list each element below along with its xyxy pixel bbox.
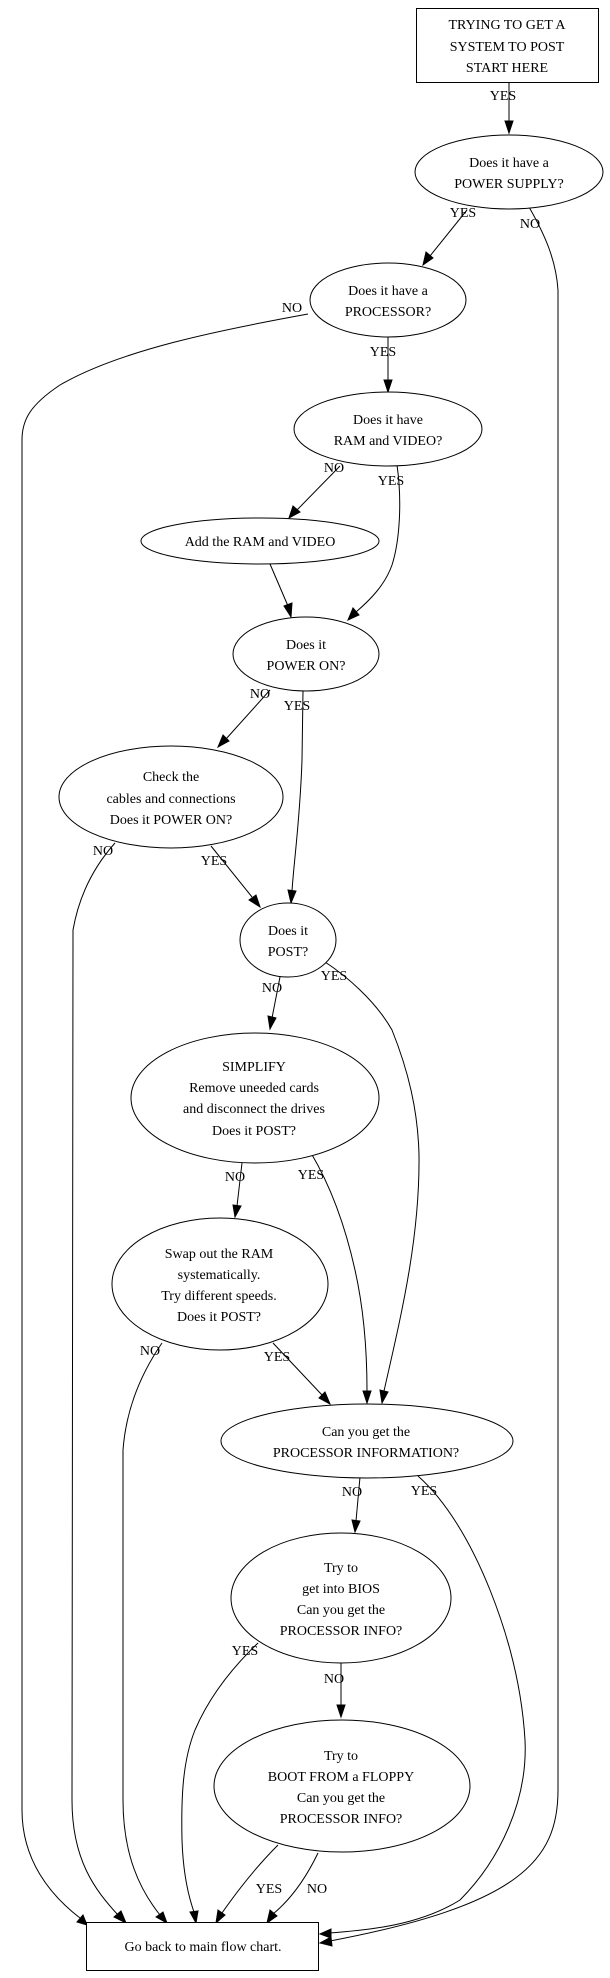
node-simplify-line: and disconnect the drives bbox=[183, 1102, 325, 1117]
node-start-line: TRYING TO GET A bbox=[448, 18, 566, 33]
node-start-line: SYSTEM TO POST bbox=[450, 40, 565, 55]
edge-ram-video-to-power-on bbox=[347, 464, 401, 621]
edge-label: YES bbox=[201, 854, 227, 869]
edge-label: YES bbox=[298, 1168, 324, 1183]
node-bios-line: Try to bbox=[324, 1561, 358, 1576]
node-start: TRYING TO GET A SYSTEM TO POST START HER… bbox=[416, 8, 599, 83]
edge-label: NO bbox=[262, 981, 282, 996]
node-simplify-line: Does it POST? bbox=[212, 1124, 296, 1139]
node-floppy-line: PROCESSOR INFO? bbox=[280, 1812, 403, 1827]
edge-simplify-to-processor-info bbox=[310, 1152, 372, 1405]
edge-label: YES bbox=[284, 699, 310, 714]
edge-post-to-processor-info bbox=[324, 961, 420, 1405]
node-simplify: SIMPLIFY Remove uneeded cards and discon… bbox=[130, 1032, 380, 1164]
edge-power-supply-to-main-chart bbox=[318, 206, 559, 1947]
edge-power-supply-to-processor bbox=[422, 209, 468, 267]
node-swap-ram: Swap out the RAM systematically. Try dif… bbox=[111, 1217, 329, 1351]
node-power-supply: Does it have a POWER SUPPLY? bbox=[414, 134, 604, 210]
node-add-ram-video-line: Add the RAM and VIDEO bbox=[185, 535, 336, 550]
edge-floppy-no-to-main-chart bbox=[266, 1852, 319, 1925]
edge-label: NO bbox=[282, 301, 302, 316]
edge-processor-info-to-main-chart bbox=[318, 1475, 526, 1939]
node-bios-line: PROCESSOR INFO? bbox=[280, 1624, 403, 1639]
node-simplify-line: Remove uneeded cards bbox=[189, 1081, 319, 1096]
edge-floppy-yes-to-main-chart bbox=[215, 1844, 279, 1925]
edge-label: YES bbox=[321, 969, 347, 984]
node-processor-info-line: PROCESSOR INFORMATION? bbox=[273, 1446, 459, 1461]
node-swap-ram-line: Does it POST? bbox=[177, 1310, 261, 1325]
edge-label: NO bbox=[250, 687, 270, 702]
node-floppy: Try to BOOT FROM a FLOPPY Can you get th… bbox=[213, 1719, 471, 1853]
node-post-line: Does it bbox=[268, 924, 308, 939]
edge-label: YES bbox=[490, 89, 516, 104]
node-swap-ram-line: Swap out the RAM bbox=[165, 1247, 274, 1262]
node-post: Does it POST? bbox=[239, 902, 337, 978]
edge-label: YES bbox=[450, 206, 476, 221]
edge-label: NO bbox=[307, 1882, 327, 1897]
edge-label: YES bbox=[370, 345, 396, 360]
edge-power-on-to-check-cables bbox=[216, 689, 271, 749]
edge-label: NO bbox=[324, 461, 344, 476]
node-power-supply-line: POWER SUPPLY? bbox=[454, 177, 563, 192]
node-floppy-line: Can you get the bbox=[297, 1791, 385, 1806]
edge-bios-to-main-chart bbox=[181, 1642, 259, 1925]
node-simplify-line: SIMPLIFY bbox=[222, 1060, 286, 1075]
node-power-on-line: POWER ON? bbox=[267, 659, 346, 674]
edge-label: NO bbox=[140, 1344, 160, 1359]
edge-label: NO bbox=[225, 1170, 245, 1185]
node-power-on-line: Does it bbox=[286, 638, 326, 653]
node-processor-info-line: Can you get the bbox=[322, 1425, 410, 1440]
node-main-chart: Go back to main flow chart. bbox=[86, 1922, 319, 1971]
edge-check-cables-to-post bbox=[210, 845, 261, 909]
edge-ram-video-to-add-ram bbox=[288, 465, 341, 520]
node-ram-video: Does it have RAM and VIDEO? bbox=[293, 391, 483, 467]
edge-processor-to-main-chart bbox=[21, 313, 309, 1926]
edge-label: NO bbox=[324, 1672, 344, 1687]
node-power-on: Does it POWER ON? bbox=[232, 616, 380, 692]
edge-post-to-simplify bbox=[267, 976, 281, 1031]
node-post-line: POST? bbox=[268, 945, 308, 960]
edge-label: YES bbox=[264, 1350, 290, 1365]
node-check-cables-line: Check the bbox=[143, 770, 199, 785]
node-ram-video-line: RAM and VIDEO? bbox=[334, 434, 443, 449]
node-processor-line: PROCESSOR? bbox=[345, 305, 431, 320]
node-check-cables: Check the cables and connections Does it… bbox=[58, 745, 284, 849]
node-processor-info: Can you get the PROCESSOR INFORMATION? bbox=[220, 1403, 514, 1479]
node-ram-video-line: Does it have bbox=[353, 413, 423, 428]
node-check-cables-line: Does it POWER ON? bbox=[110, 813, 233, 828]
edge-power-on-to-post bbox=[287, 690, 304, 905]
node-add-ram-video: Add the RAM and VIDEO bbox=[140, 517, 380, 565]
edge-label: YES bbox=[256, 1882, 282, 1897]
node-processor: Does it have a PROCESSOR? bbox=[309, 262, 467, 338]
node-swap-ram-line: systematically. bbox=[178, 1268, 261, 1283]
edge-label: YES bbox=[411, 1484, 437, 1499]
node-bios-line: Can you get the bbox=[297, 1603, 385, 1618]
edge-bios-to-floppy bbox=[336, 1663, 346, 1719]
edge-label: YES bbox=[232, 1644, 258, 1659]
node-floppy-line: Try to bbox=[324, 1749, 358, 1764]
edge-swap-ram-to-processor-info bbox=[272, 1342, 332, 1406]
edge-label: NO bbox=[342, 1485, 362, 1500]
edge-check-cables-to-main-chart bbox=[71, 842, 127, 1925]
edge-processor-info-to-bios bbox=[351, 1476, 361, 1534]
edge-processor-to-ram-video bbox=[383, 337, 393, 394]
node-processor-line: Does it have a bbox=[348, 284, 428, 299]
node-swap-ram-line: Try different speeds. bbox=[161, 1289, 277, 1304]
node-start-line: START HERE bbox=[466, 61, 548, 76]
edge-label: NO bbox=[520, 217, 540, 232]
node-check-cables-line: cables and connections bbox=[106, 792, 235, 807]
node-main-chart-line: Go back to main flow chart. bbox=[124, 1940, 281, 1955]
node-bios: Try to get into BIOS Can you get the PRO… bbox=[230, 1532, 452, 1664]
node-bios-line: get into BIOS bbox=[302, 1582, 380, 1597]
edge-start-to-power-supply bbox=[504, 82, 514, 135]
node-floppy-line: BOOT FROM a FLOPPY bbox=[268, 1770, 414, 1785]
edge-add-ram-to-power-on bbox=[269, 563, 293, 619]
edge-label: YES bbox=[378, 474, 404, 489]
edge-label: NO bbox=[93, 844, 113, 859]
edge-swap-ram-to-main-chart bbox=[122, 1342, 168, 1925]
node-power-supply-line: Does it have a bbox=[469, 156, 549, 171]
edge-simplify-to-swap-ram bbox=[232, 1162, 243, 1219]
